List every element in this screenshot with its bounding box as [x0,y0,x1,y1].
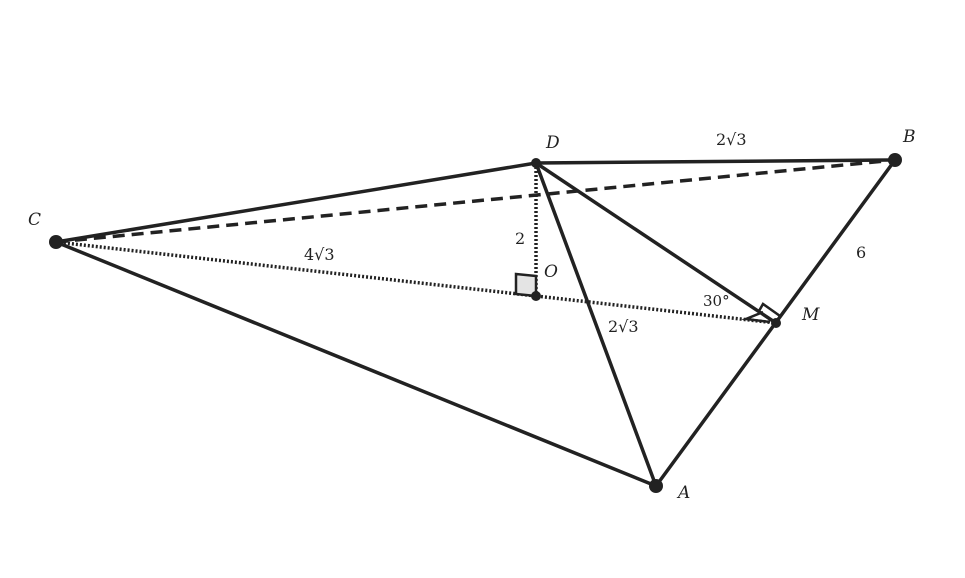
edge-DM [534,161,778,325]
vertex-M [771,318,781,328]
label-length-BM: 6 [856,243,866,262]
label-point-B: B [902,127,916,147]
label-point-D: D [545,133,560,153]
label-length-DO: 2 [515,229,525,248]
angle-marker-30-M [741,310,771,324]
label-length-DB: 2√3 [716,130,747,149]
vertex-B [888,153,902,167]
segment-CM-dotted [55,240,777,325]
vertex-O [531,291,541,301]
label-point-C: C [28,210,41,230]
edge-DB [534,158,897,165]
label-angle-30: 30° [703,292,730,310]
label-point-M: M [801,305,820,325]
label-length-CM: 4√3 [304,245,335,264]
label-point-O: O [544,262,558,282]
edge-CA [54,240,658,488]
label-length-DA: 2√3 [608,317,639,336]
edge-DA [534,161,658,488]
edge-CD [54,161,538,244]
vertex-D [531,158,541,168]
vertex-C [49,235,63,249]
right-angle-marker-O [514,272,538,298]
vertex-A [649,479,663,493]
edge-CB-hidden [55,158,896,244]
label-point-A: A [676,483,690,503]
